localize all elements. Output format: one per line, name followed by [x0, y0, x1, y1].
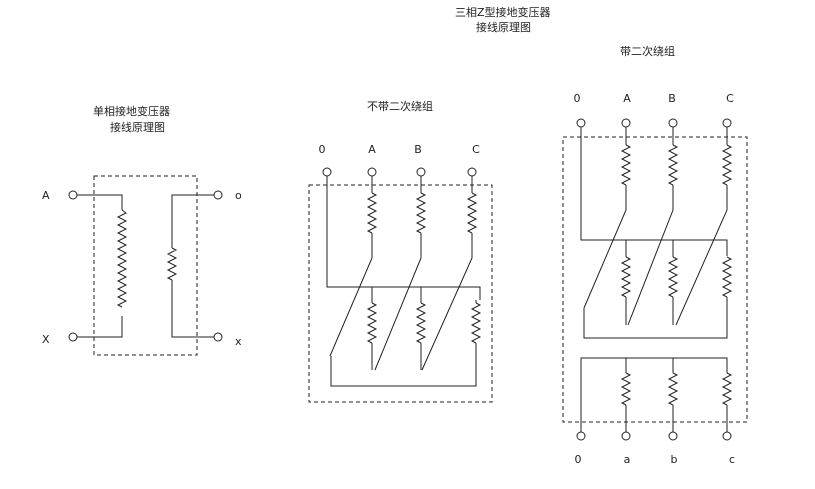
label-b: b [671, 453, 678, 466]
terminal-0 [576, 118, 586, 128]
terminal-0-secondary [576, 431, 586, 441]
secondary-coil-a [620, 372, 632, 406]
single-phase-label-x: x [235, 335, 242, 348]
terminal-a [621, 431, 631, 441]
single-phase-title-line2: 接线原理图 [110, 120, 165, 134]
zigzag-with-secondary: 0 A B C [562, 92, 748, 466]
single-phase-dashed-enclosure [93, 175, 198, 356]
upper-coil-C [466, 192, 478, 234]
terminal-A [367, 167, 377, 177]
upper-coil-C [721, 144, 733, 186]
label-A: A [623, 92, 631, 105]
secondary-coil-b [667, 372, 679, 406]
terminal-a [213, 190, 223, 200]
with-secondary-title: 带二次绕组 [620, 44, 675, 58]
middle-coil-B [667, 256, 679, 298]
label-B: B [668, 92, 676, 105]
lower-coil-A [366, 302, 378, 344]
terminal-c [722, 431, 732, 441]
terminal-x [213, 332, 223, 342]
terminal-b [668, 431, 678, 441]
upper-coil-A [620, 144, 632, 186]
label-0: 0 [574, 92, 581, 105]
zigzag-no-secondary-dashed-enclosure [308, 184, 493, 403]
without-secondary-title: 不带二次绕组 [367, 99, 433, 113]
middle-coil-A [620, 256, 632, 298]
terminal-X [68, 332, 78, 342]
terminal-C [722, 118, 732, 128]
single-phase-transformer: A X o x [42, 175, 242, 356]
terminal-B [668, 118, 678, 128]
label-C: C [726, 92, 734, 105]
label-A: A [368, 143, 376, 156]
upper-coil-B [415, 192, 427, 234]
single-phase-label-X: X [42, 333, 50, 346]
terminal-A [621, 118, 631, 128]
label-C: C [472, 143, 480, 156]
label-B: B [414, 143, 422, 156]
terminal-A [68, 190, 78, 200]
secondary-coil-c [721, 372, 733, 406]
single-phase-title-line1: 单相接地变压器 [93, 104, 170, 118]
single-phase-primary-coil [116, 209, 128, 308]
zigzag-with-secondary-dashed-enclosure [562, 136, 748, 423]
label-c: c [729, 453, 735, 466]
upper-coil-A [366, 192, 378, 234]
terminal-B [416, 167, 426, 177]
label-0-secondary: 0 [575, 453, 582, 466]
middle-coil-C [721, 256, 733, 298]
zigzag-without-secondary: 0 A B C [308, 143, 493, 403]
label-0: 0 [319, 143, 326, 156]
terminal-0 [322, 167, 332, 177]
lower-coil-B [415, 302, 427, 344]
label-a: a [624, 453, 631, 466]
terminal-C [467, 167, 477, 177]
three-phase-title-line2: 接线原理图 [476, 20, 531, 34]
single-phase-label-a: o [235, 189, 242, 202]
single-phase-secondary-coil [166, 247, 178, 281]
upper-coil-B [667, 144, 679, 186]
single-phase-label-A: A [42, 189, 50, 202]
lower-coil-C [470, 302, 482, 344]
three-phase-title-line1: 三相Z型接地变压器 [455, 5, 551, 19]
